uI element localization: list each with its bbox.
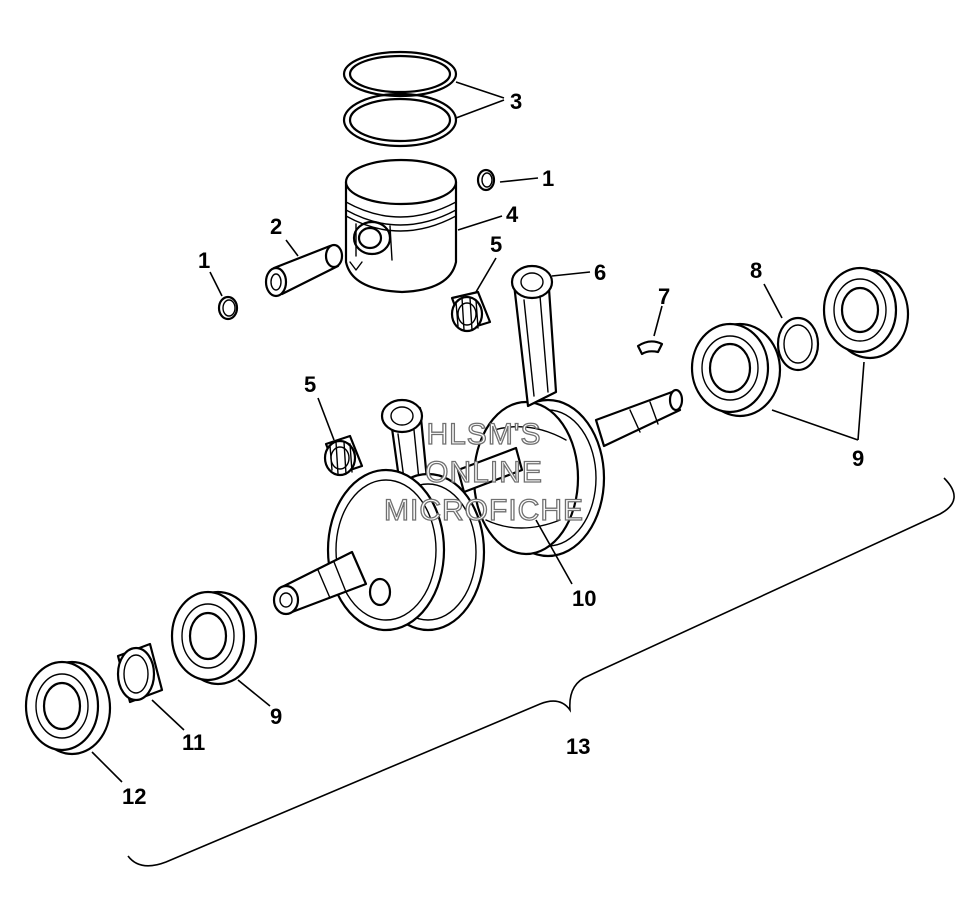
callout-12: 12 [122,784,146,809]
callout-13: 13 [566,734,590,759]
callout-5-lower: 5 [304,372,316,397]
spacer-ring [116,642,164,704]
callout-3: 3 [510,89,522,114]
watermark-line-2: ONLINE [425,456,543,489]
bearing-left [170,590,258,686]
watermark-line-1: HLSM'S [426,418,541,451]
callout-5-upper: 5 [490,232,502,257]
piston-pin [264,243,344,298]
seal-right [822,266,910,360]
watermark: HLSM'S ONLINE MICROFICHE [383,417,584,527]
callout-8: 8 [750,258,762,283]
crankshaft-assembly [272,264,684,632]
callout-1-right: 1 [542,166,554,191]
piston [344,158,458,294]
callout-2: 2 [270,214,282,239]
callout-9-right: 9 [852,446,864,471]
woodruff-key [636,340,664,356]
leader-lines [91,81,865,783]
needle-bearing-lower [323,434,364,477]
watermark-line-3: MICROFICHE [384,494,584,527]
piston-rings [342,50,458,148]
callout-11: 11 [182,730,205,755]
callout-4: 4 [506,202,519,227]
circlip-left [217,295,239,321]
callout-9-left: 9 [270,704,282,729]
seal-left [24,660,112,756]
bearing-right [690,322,782,418]
assembly-bracket [127,477,955,867]
callout-7: 7 [658,284,670,309]
circlip-right [476,168,496,192]
needle-bearing-upper [450,290,492,333]
shim-washer [776,316,820,372]
callout-6: 6 [594,260,606,285]
callout-10: 10 [572,586,596,611]
callout-1-left: 1 [198,248,210,273]
callout-labels: 3 1 4 2 5 1 6 8 7 5 9 10 9 11 13 12 [122,89,864,809]
